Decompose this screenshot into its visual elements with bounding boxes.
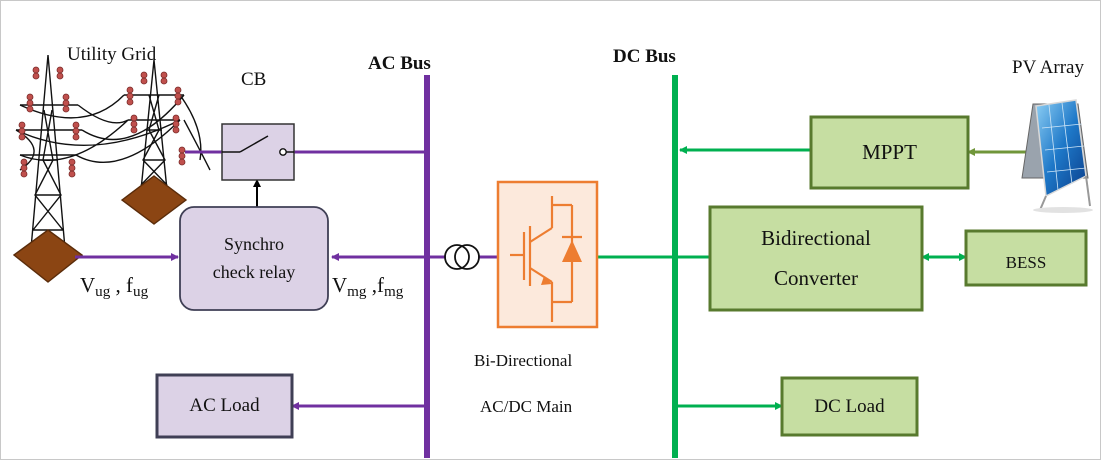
dc-bus-label: DC Bus bbox=[613, 46, 676, 67]
dc-load-box bbox=[780, 376, 919, 437]
synchro-relay-line1: Synchro bbox=[224, 233, 284, 254]
cb-label: CB bbox=[241, 69, 267, 90]
tower-large-icon bbox=[12, 54, 84, 283]
main-converter-symbol bbox=[496, 180, 599, 329]
main-converter-label-line1: Bi-Directional bbox=[474, 351, 573, 370]
bess-box bbox=[964, 229, 1088, 287]
ac-bus-label: AC Bus bbox=[368, 53, 431, 74]
mppt-text: MPPT bbox=[862, 140, 917, 164]
dc-load-text: DC Load bbox=[814, 395, 885, 417]
ac-load-text: AC Load bbox=[189, 395, 260, 416]
synchro-relay-box bbox=[179, 206, 329, 311]
bidirectional-line1: Bidirectional bbox=[761, 225, 871, 250]
utility-grid-towers-icon bbox=[12, 54, 211, 283]
bidirectional-converter-text: Bidirectional Converter bbox=[710, 207, 922, 310]
mppt-box bbox=[809, 115, 970, 190]
synchro-relay-line2: check relay bbox=[212, 261, 296, 282]
bidirectional-line2: Converter bbox=[774, 265, 858, 290]
tower-small-icon bbox=[120, 59, 188, 225]
pv-array-icon bbox=[1021, 99, 1093, 213]
bess-text: BESS bbox=[1005, 253, 1047, 272]
vug-fug-label: Vug , fug bbox=[80, 273, 149, 300]
ac-load-box bbox=[155, 373, 294, 439]
main-converter-label-line2: AC/DC Main bbox=[480, 397, 573, 416]
pv-array-label: PV Array bbox=[1012, 57, 1084, 78]
circuit-breaker-symbol bbox=[221, 123, 295, 181]
synchro-relay-text: Synchro check relay bbox=[180, 207, 328, 310]
insulator-beads bbox=[18, 66, 186, 178]
vmg-fmg-label: Vmg ,fmg bbox=[332, 273, 404, 300]
utility-grid-label: Utility Grid bbox=[67, 44, 157, 65]
transformer-symbol bbox=[444, 244, 480, 270]
bidirectional-converter-box bbox=[708, 205, 924, 312]
